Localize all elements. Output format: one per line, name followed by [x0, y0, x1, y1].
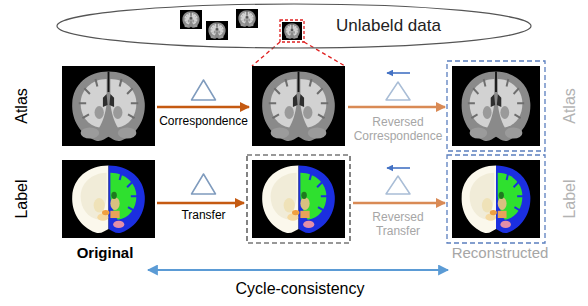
column-label: Original — [77, 244, 134, 261]
node-text: Unlabeld data — [336, 16, 441, 36]
arrow-label: Reversed Correspondence — [348, 116, 448, 144]
flow-arrows — [148, 73, 448, 270]
arrow-label: Reversed Transfer — [363, 211, 433, 239]
data-pool-ellipse: Unlabeld data — [56, 3, 532, 49]
arrow-label: Correspondence — [159, 115, 248, 129]
row-label: Label — [13, 179, 31, 218]
row-label: Atlas — [13, 88, 31, 124]
cycle-label: Cycle-consistency — [236, 280, 365, 298]
unlabeled-thumbnails — [180, 9, 345, 66]
label-images — [62, 155, 545, 243]
column-label: Reconstructed — [452, 244, 549, 261]
ellipse-outline — [56, 3, 532, 49]
arrow-label: Transfer — [181, 209, 225, 223]
row-label: Label — [561, 179, 579, 218]
atlas-images — [62, 61, 545, 151]
row-label: Atlas — [561, 88, 579, 124]
